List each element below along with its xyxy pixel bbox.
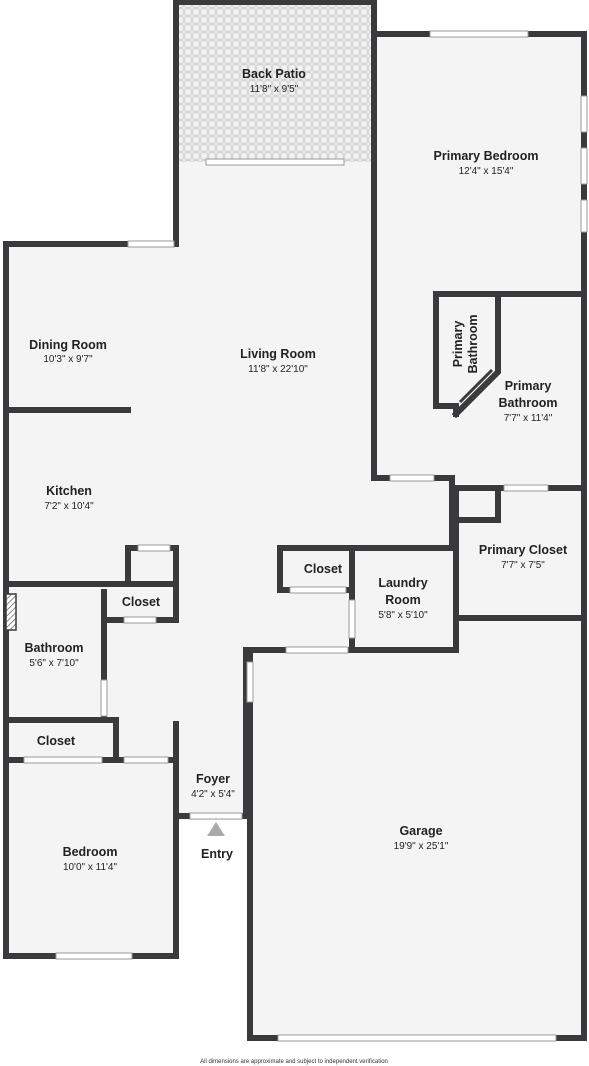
laundry-closet-name: Closet — [304, 562, 343, 576]
door-opening-garage-side — [246, 661, 254, 703]
window-bedroom — [55, 952, 133, 960]
foyer-dim: 4'2" x 5'4" — [191, 789, 235, 800]
laundry-room-dim: 5'8" x 5'10" — [378, 610, 428, 621]
bedroom-closet-name: Closet — [37, 734, 76, 748]
door-opening-hall-closet — [123, 616, 157, 624]
primary-bathroom-dim: 7'7" x 11'4" — [504, 413, 553, 424]
door-opening-garage — [285, 646, 349, 654]
garage-name: Garage — [399, 824, 442, 838]
door-opening-laundry-closet — [289, 586, 347, 594]
dining-room-dim: 10'3" x 9'7" — [43, 354, 93, 365]
primary-bathroom-v-line1: Primary — [451, 321, 465, 368]
primary-bathroom-name-2: Bathroom — [498, 396, 557, 410]
primary-closet-name: Primary Closet — [479, 543, 568, 557]
dining-room-name: Dining Room — [29, 338, 107, 352]
bathroom-name: Bathroom — [24, 641, 83, 655]
kitchen-name: Kitchen — [46, 484, 92, 498]
hall-closet-name: Closet — [122, 595, 161, 609]
windows — [5, 30, 588, 1042]
room-labels: Back Patio 11'8" x 9'5" Primary Bedroom … — [24, 67, 567, 1065]
window-primary-bedroom-side-2 — [580, 147, 588, 185]
back-patio-dim: 11'8" x 9'5" — [250, 84, 299, 95]
kitchen-dim: 7'2" x 10'4" — [44, 501, 94, 512]
bedroom-dim: 10'0" x 11'4" — [63, 862, 118, 873]
entry-name: Entry — [201, 847, 233, 861]
door-opening-kitchen-closet — [137, 544, 171, 552]
garage-dim: 19'9" x 25'1" — [394, 841, 449, 852]
window-primary-bedroom-side-1 — [580, 95, 588, 133]
door-opening-laundry — [348, 599, 356, 639]
primary-bedroom-dim: 12'4" x 15'4" — [459, 166, 514, 177]
primary-bedroom-name: Primary Bedroom — [434, 149, 539, 163]
bathroom-vent — [5, 593, 17, 631]
living-room-dim: 11'8" x 22'10" — [248, 364, 308, 375]
window-dining — [127, 240, 175, 248]
bathroom-dim: 5'6" x 7'10" — [29, 658, 79, 669]
door-opening-primary-bath — [389, 474, 435, 482]
foyer-name: Foyer — [196, 772, 230, 786]
bedroom-name: Bedroom — [63, 845, 118, 859]
living-room-name: Living Room — [240, 347, 316, 361]
back-patio-name: Back Patio — [242, 67, 306, 81]
floor-fills — [6, 2, 584, 1038]
primary-closet-dim: 7'7" x 7'5" — [501, 560, 545, 571]
door-opening-bedroom-closet-2 — [123, 756, 169, 764]
door-opening-bathroom — [100, 679, 108, 717]
primary-bathroom-v-line2: Bathroom — [466, 314, 480, 373]
entry-arrow-icon — [207, 822, 225, 836]
laundry-room-name-2: Room — [385, 593, 420, 607]
disclaimer: All dimensions are approximate and subje… — [200, 1059, 388, 1065]
door-opening-primary-closet — [503, 484, 549, 492]
window-primary-bedroom-side-3 — [580, 199, 588, 233]
door-opening-bedroom-closet-1 — [23, 756, 103, 764]
primary-bathroom-name-1: Primary — [505, 379, 552, 393]
garage-door — [277, 1034, 557, 1042]
entry-door — [189, 812, 243, 820]
back-patio-floor — [176, 2, 374, 162]
window-patio — [205, 158, 345, 166]
window-primary-bedroom-top — [429, 30, 529, 38]
laundry-room-name-1: Laundry — [378, 576, 427, 590]
